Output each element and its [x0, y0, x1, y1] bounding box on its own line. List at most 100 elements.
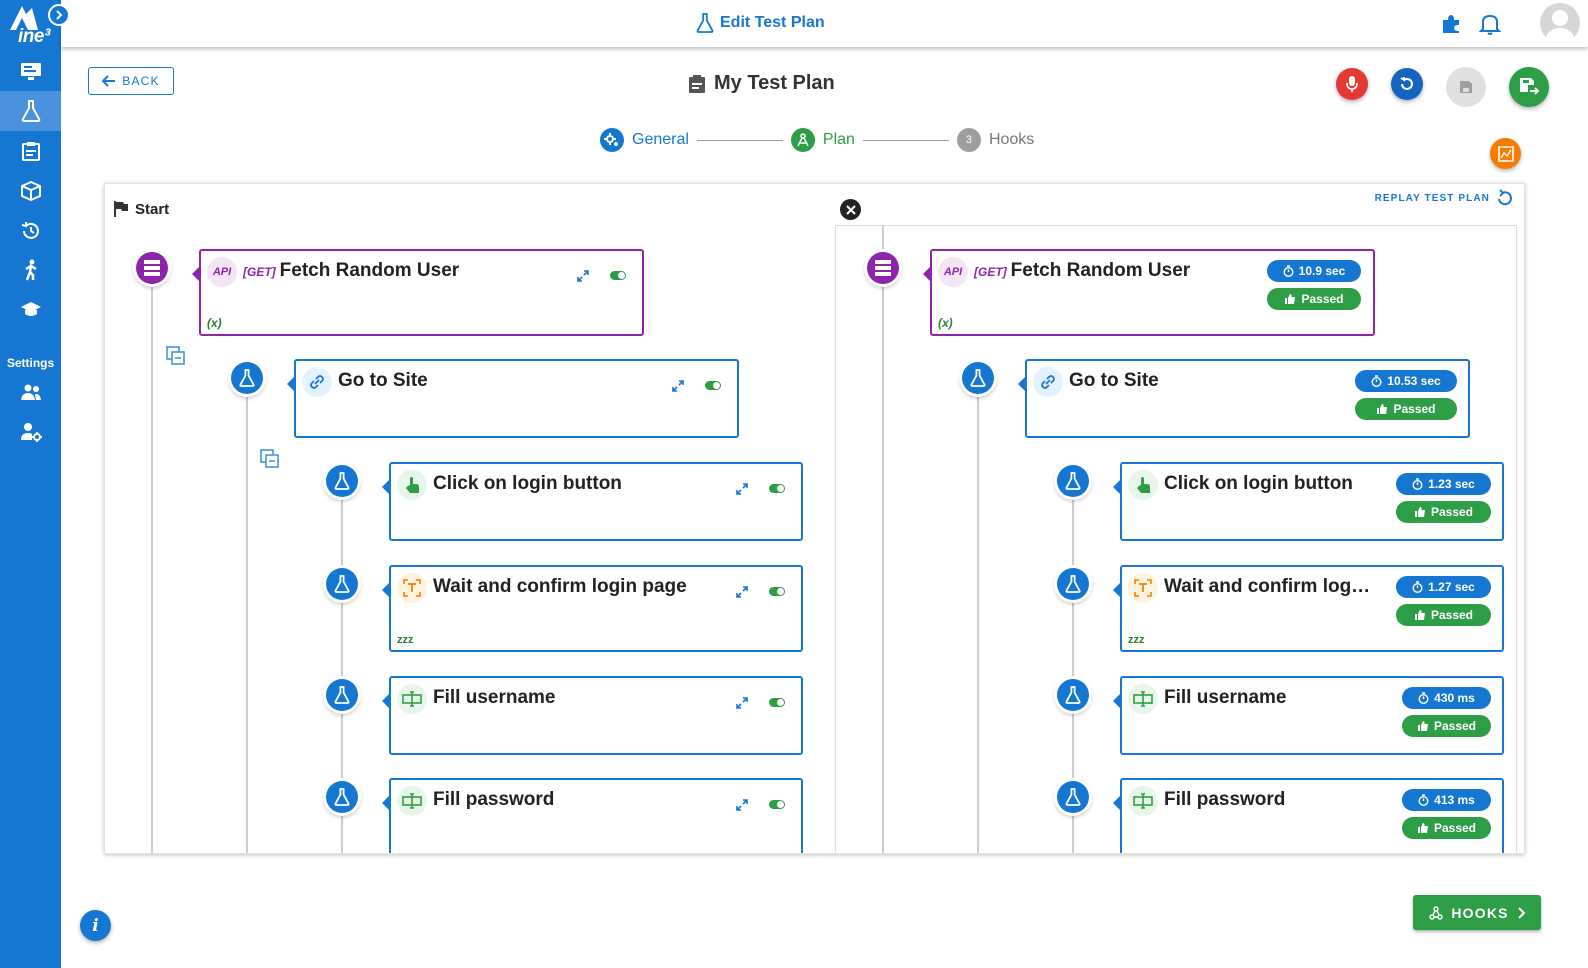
sidebar-item-components[interactable] [0, 171, 61, 211]
step-name: Go to Site [338, 370, 428, 391]
expand-icon[interactable] [671, 379, 685, 393]
step-plan[interactable]: Plan [790, 128, 855, 152]
tree-line [882, 226, 884, 853]
result-card-fill-username[interactable]: Fill username 430 ms Passed [1113, 676, 1504, 755]
api-icon: API [207, 257, 237, 287]
duration-badge: 10.53 sec [1355, 370, 1457, 392]
text-scan-icon [397, 573, 427, 603]
info-button[interactable]: i [80, 910, 111, 941]
test-step-node[interactable] [231, 362, 263, 394]
step-name: Fill password [433, 789, 555, 810]
monitor-icon [20, 63, 41, 80]
status-badge: Passed [1402, 715, 1491, 737]
copy-children-icon[interactable] [165, 345, 187, 367]
analytics-button[interactable] [1490, 138, 1521, 169]
save-icon [1460, 81, 1472, 93]
bell-icon[interactable] [1479, 12, 1501, 36]
sidebar-item-learning[interactable] [0, 290, 61, 330]
close-icon [845, 204, 856, 215]
expand-icon[interactable] [735, 585, 749, 599]
sidebar-item-dashboard[interactable] [0, 52, 61, 92]
text-input-icon [1128, 684, 1158, 714]
app-logo[interactable]: ine³ [4, 4, 54, 47]
result-card-click-login[interactable]: Click on login button 1.23 sec Passed [1113, 462, 1504, 541]
duration-badge: 430 ms [1402, 687, 1491, 709]
close-run-panel-button[interactable] [840, 199, 861, 220]
test-step-node[interactable] [326, 568, 358, 600]
status-badge: Passed [1396, 604, 1491, 626]
replay-button[interactable] [1391, 68, 1423, 100]
test-step-node[interactable] [326, 465, 358, 497]
duration-badge: 1.27 sec [1396, 576, 1491, 598]
tree-line [341, 499, 343, 853]
puzzle-icon[interactable] [1439, 12, 1463, 36]
step-hooks[interactable]: 3 Hooks [956, 128, 1034, 152]
step-name: [GET]Fetch Random User [243, 260, 460, 281]
step-card-go-to-site[interactable]: Go to Site [287, 359, 739, 438]
step-name: Click on login button [433, 473, 622, 494]
api-step-node[interactable] [867, 252, 899, 284]
text-input-icon [1128, 786, 1158, 816]
step-card-click-login[interactable]: Click on login button [382, 462, 803, 541]
test-step-node[interactable] [326, 679, 358, 711]
page-header-title: Edit Test Plan [696, 13, 825, 33]
timer-icon [1412, 581, 1423, 593]
enable-toggle[interactable] [769, 587, 785, 596]
result-card-wait-confirm-login[interactable]: Wait and confirm log… 1.27 sec Passed zz… [1113, 565, 1504, 652]
top-bar: Edit Test Plan [61, 0, 1588, 47]
sidebar-item-agents[interactable] [0, 250, 61, 290]
save-disabled-button[interactable] [1446, 67, 1486, 107]
test-step-node[interactable] [1057, 679, 1089, 711]
sleep-marker: zzz [1128, 634, 1145, 646]
enable-toggle[interactable] [769, 800, 785, 809]
step-card-fill-username[interactable]: Fill username [382, 676, 803, 755]
test-step-node[interactable] [962, 362, 994, 394]
tree-line [977, 394, 979, 853]
sidebar-item-test-runs[interactable] [0, 131, 61, 171]
result-card-go-to-site[interactable]: Go to Site 10.53 sec Passed [1018, 359, 1470, 438]
timer-icon [1418, 692, 1429, 704]
tree-line [151, 284, 153, 853]
sidebar-settings-label: Settings [6, 356, 55, 370]
sidebar-item-history[interactable] [0, 211, 61, 251]
http-method: [GET] [243, 265, 276, 279]
step-name: Go to Site [1069, 370, 1159, 391]
expand-icon[interactable] [735, 798, 749, 812]
server-icon [144, 260, 160, 276]
record-button[interactable] [1336, 68, 1368, 100]
sidebar-item-user-settings[interactable] [0, 412, 61, 452]
sidebar-item-users[interactable] [0, 372, 61, 412]
enable-toggle[interactable] [769, 484, 785, 493]
sidebar-expand-button[interactable] [48, 4, 70, 26]
expand-icon[interactable] [735, 696, 749, 710]
step-card-wait-confirm-login[interactable]: Wait and confirm login page zzz [382, 565, 803, 652]
expand-icon[interactable] [735, 482, 749, 496]
avatar[interactable] [1540, 3, 1580, 43]
expand-icon[interactable] [576, 269, 590, 283]
step-card-fetch-random-user[interactable]: API [GET]Fetch Random User (x) [192, 249, 644, 336]
result-card-fill-password[interactable]: Fill password 413 ms Passed [1113, 778, 1504, 853]
test-step-node[interactable] [1057, 781, 1089, 813]
api-step-node[interactable] [136, 252, 168, 284]
save-and-exit-button[interactable] [1509, 67, 1549, 107]
replay-test-plan-button[interactable]: REPLAY TEST PLAN [1375, 189, 1512, 207]
rotate-icon [1400, 77, 1413, 90]
test-step-node[interactable] [1057, 568, 1089, 600]
hooks-next-button[interactable]: HOOKS [1413, 895, 1541, 930]
run-results-panel [835, 225, 1517, 853]
enable-toggle[interactable] [610, 271, 626, 280]
test-step-node[interactable] [1057, 465, 1089, 497]
save-exit-icon [1520, 78, 1539, 95]
step-card-fill-password[interactable]: Fill password [382, 778, 803, 853]
enable-toggle[interactable] [769, 698, 785, 707]
step-connector [862, 139, 949, 141]
result-card-fetch-random-user[interactable]: API [GET]Fetch Random User 10.9 sec Pass… [923, 249, 1375, 336]
step-general[interactable]: General [600, 128, 689, 152]
copy-children-icon[interactable] [259, 448, 281, 470]
sidebar-item-test-plans[interactable] [0, 91, 61, 131]
back-button[interactable]: BACK [88, 67, 174, 95]
stepper: General Plan 3 Hooks [600, 127, 1034, 153]
enable-toggle[interactable] [705, 381, 721, 390]
test-step-node[interactable] [326, 781, 358, 813]
status-badge: Passed [1396, 501, 1491, 523]
